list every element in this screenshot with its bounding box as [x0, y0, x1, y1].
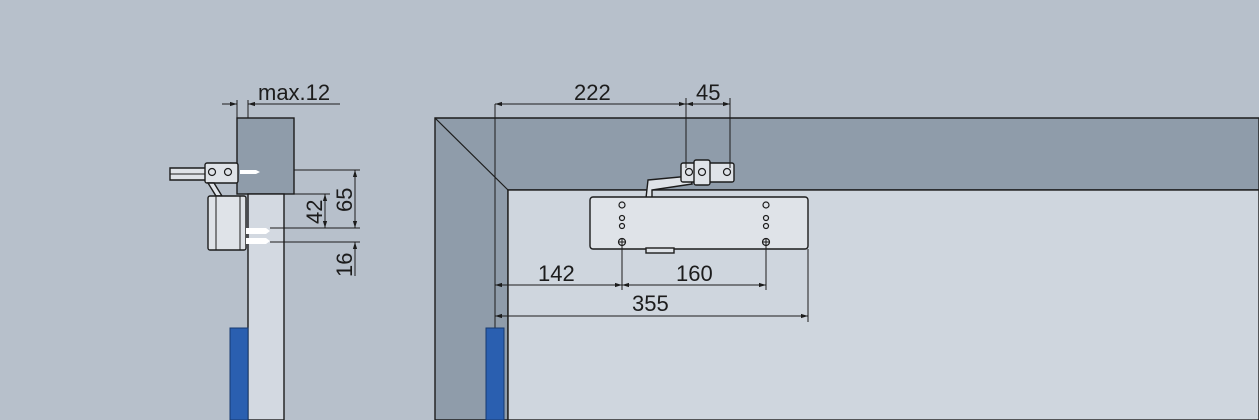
dimension-45: 45 [696, 80, 720, 105]
hinge-right [485, 327, 505, 420]
dimension-65: 65 [332, 188, 357, 212]
screw-icon [223, 167, 233, 177]
front-view: 222 45 142 160 355 [434, 80, 1259, 420]
closer-screw-holes [617, 201, 771, 247]
dimension-max-12: max.12 [258, 80, 330, 105]
arm-link-side [206, 182, 224, 197]
dimension-42: 42 [302, 200, 327, 224]
arm-shoe-side [204, 162, 239, 184]
dimension-355: 355 [632, 291, 669, 316]
frame-section [236, 117, 295, 195]
screw-icon [207, 167, 217, 177]
dimension-142: 142 [538, 261, 575, 286]
closer-body-side [207, 195, 247, 251]
dimension-160: 160 [676, 261, 713, 286]
closer-body-front [589, 196, 809, 250]
screw-icon [684, 167, 694, 177]
screw-icon [722, 167, 732, 177]
frame-miter [434, 117, 509, 191]
side-section-view: max.12 65 42 16 [169, 80, 360, 420]
dimension-222: 222 [574, 80, 611, 105]
hinge-left [229, 327, 249, 420]
dimension-16: 16 [332, 253, 357, 277]
screw-icon [697, 167, 707, 177]
